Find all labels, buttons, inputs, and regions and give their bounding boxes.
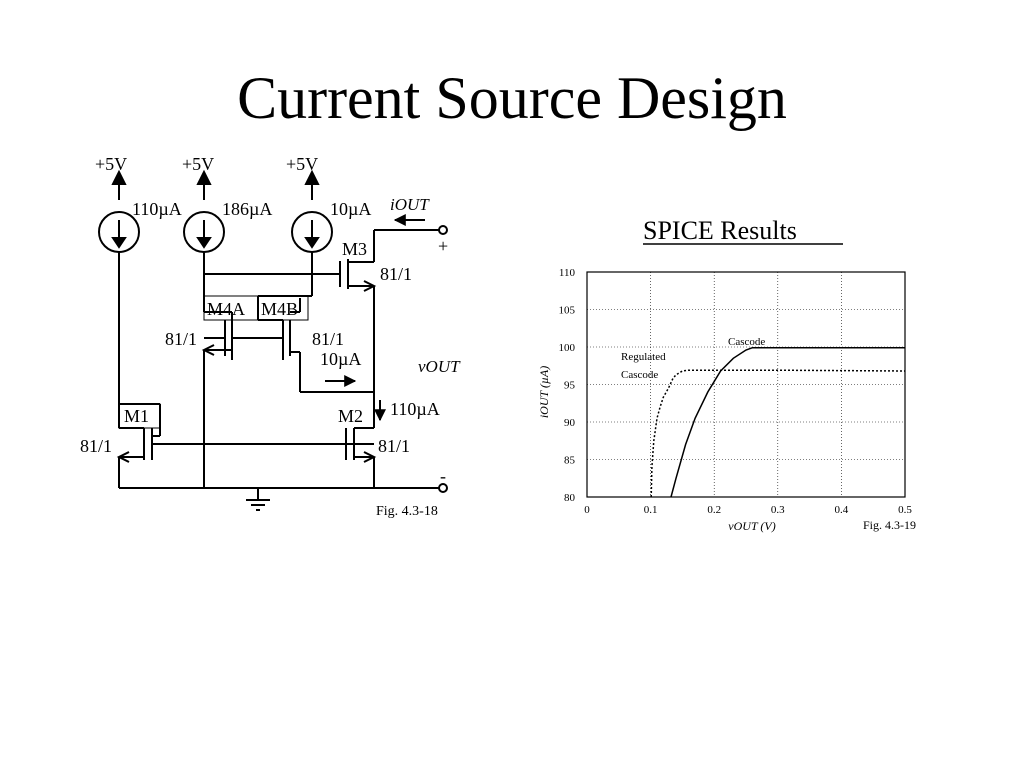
chart-grid — [586, 271, 906, 498]
branch-current-110ua: 110µA — [390, 399, 440, 419]
m4b-name: M4B — [261, 299, 298, 319]
x-tick-label: 0.5 — [898, 504, 912, 516]
m2-name: M2 — [338, 406, 363, 426]
source-current-1: 110µA — [132, 199, 182, 219]
slide-title: Current Source Design — [237, 65, 787, 131]
terminal-plus: + — [438, 236, 448, 256]
terminal-minus: - — [440, 466, 446, 486]
chart-series — [650, 346, 906, 498]
curve-label-regulated-2: Cascode — [621, 369, 658, 381]
m3-name: M3 — [342, 239, 367, 259]
m3-ratio: 81/1 — [380, 264, 412, 284]
source-current-2: 186µA — [222, 199, 272, 219]
chart-figure-caption: Fig. 4.3-19 — [863, 518, 916, 532]
series-line-regulated-cascode — [650, 369, 906, 498]
x-tick-label: 0.1 — [644, 504, 658, 516]
y-tick-label: 95 — [564, 380, 576, 392]
x-axis-label: vOUT (V) — [728, 519, 775, 533]
supply-label-2: +5V — [182, 154, 214, 174]
curve-label-regulated-1: Regulated — [621, 351, 666, 363]
output-voltage-label: vOUT — [418, 357, 461, 376]
source-current-3: 10µA — [330, 199, 371, 219]
m4b-ratio: 81/1 — [312, 329, 344, 349]
m1-ratio: 81/1 — [80, 436, 112, 456]
spice-heading: SPICE Results — [643, 216, 797, 245]
y-tick-label: 90 — [564, 417, 576, 429]
y-tick-label: 85 — [564, 455, 576, 467]
m4a-name: M4A — [207, 299, 245, 319]
series-line-cascode — [670, 346, 905, 498]
y-tick-label: 110 — [559, 267, 576, 279]
y-tick-label: 100 — [559, 342, 576, 354]
supply-label-3: +5V — [286, 154, 318, 174]
circuit-figure-caption: Fig. 4.3-18 — [376, 504, 438, 519]
m4a-ratio: 81/1 — [165, 329, 197, 349]
y-tick-label: 80 — [564, 492, 576, 504]
m1-name: M1 — [124, 406, 149, 426]
y-axis-label: iOUT (µA) — [537, 366, 551, 418]
x-tick-label: 0.2 — [707, 504, 721, 516]
supply-label-1: +5V — [95, 154, 127, 174]
curve-label-cascode: Cascode — [728, 336, 765, 348]
x-tick-label: 0 — [584, 504, 590, 516]
y-axis-ticks: 80 85 90 95 100 105 110 — [559, 267, 576, 504]
x-tick-label: 0.4 — [835, 504, 849, 516]
m2-ratio: 81/1 — [378, 436, 410, 456]
output-current-label: iOUT — [390, 195, 430, 214]
y-tick-label: 105 — [559, 305, 576, 317]
branch-current-10ua: 10µA — [320, 349, 361, 369]
x-tick-label: 0.3 — [771, 504, 785, 516]
x-axis-ticks: 0 0.1 0.2 0.3 0.4 0.5 — [584, 504, 912, 516]
